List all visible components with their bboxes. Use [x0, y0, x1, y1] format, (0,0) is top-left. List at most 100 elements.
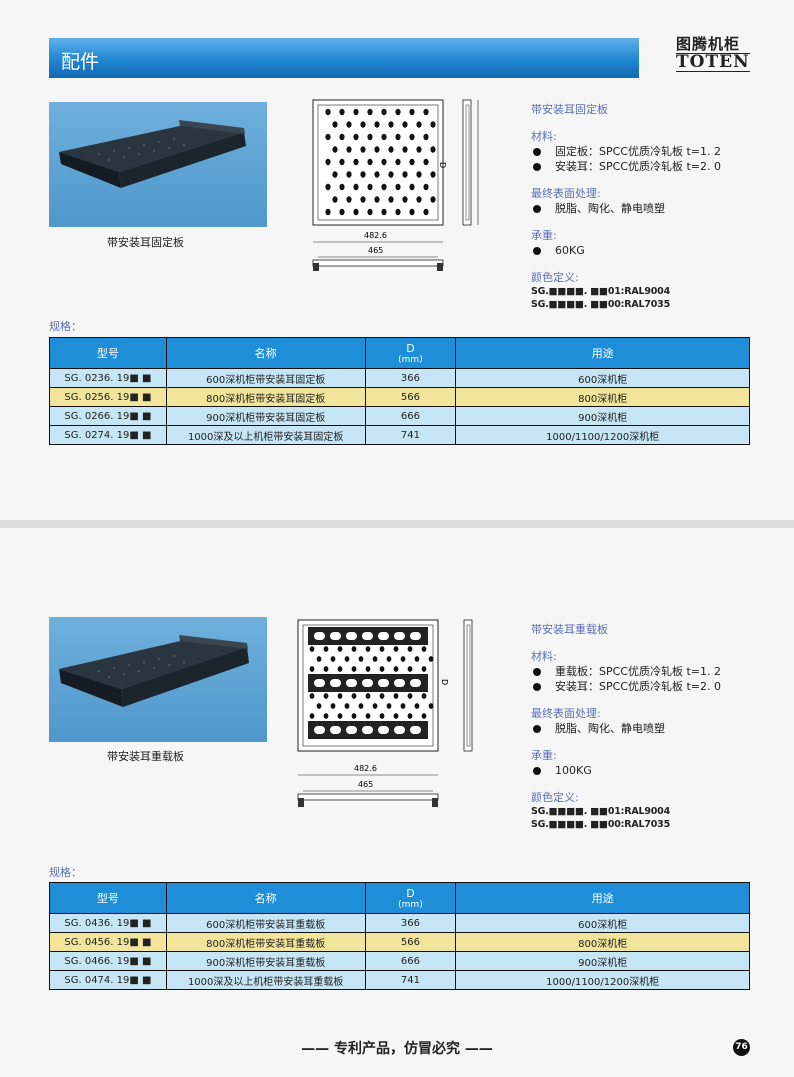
perforation-hole [351, 646, 357, 652]
perforation-hole [358, 656, 364, 662]
perforation-hole [428, 656, 434, 662]
rail-slot [346, 726, 357, 734]
rail-slot [314, 679, 325, 687]
rail-slot [394, 632, 405, 640]
perforation-hole [381, 208, 387, 216]
logo-cn: 图腾机柜 [676, 35, 741, 53]
perforation-hole [409, 108, 415, 116]
perforation-hole [386, 703, 392, 709]
perforation-hole [309, 666, 315, 672]
material-item: 安装耳：SPCC优质冷轧板 t=2. 0 [531, 159, 781, 174]
perforation-hole [323, 646, 329, 652]
perforation-hole [407, 646, 413, 652]
perforation-hole [381, 158, 387, 166]
finish-label: 最终表面处理: [531, 187, 601, 200]
color-label: 颜色定义: [531, 791, 579, 804]
perforation-hole [430, 171, 436, 178]
spec-title: 带安装耳重载板 [531, 623, 608, 636]
material-label: 材料: [531, 130, 557, 143]
perforation-hole [423, 133, 429, 141]
perforation-hole [393, 713, 399, 719]
color-code: SG.■■■■. ■■01:RAL9004 [531, 286, 671, 297]
perforation-hole [351, 693, 357, 699]
perforation-hole [344, 656, 350, 662]
material-item: 固定板：SPCC优质冷轧板 t=1. 2 [531, 144, 781, 159]
perforation-hole [339, 158, 345, 166]
table-label: 规格： [49, 320, 82, 333]
perforation-hole [402, 121, 408, 128]
perforation-hole [372, 703, 378, 709]
perforation-hole [409, 183, 415, 191]
rail-slot [394, 679, 405, 687]
spec-title: 带安装耳固定板 [531, 103, 608, 116]
perforation-hole [421, 646, 427, 652]
perforation-hole [323, 666, 329, 672]
col-name: 名称 [165, 882, 366, 914]
rail-slot [346, 679, 357, 687]
perforation-hole [379, 693, 385, 699]
perforation-hole [353, 183, 359, 191]
bullet-icon [533, 205, 541, 213]
spec-table-fixed-shelf: 型号 名称 D(mm) 用途 SG. 0236. 19■ ■600深机柜带安装耳… [49, 337, 750, 445]
photo-caption: 带安装耳固定板 [107, 236, 184, 249]
perforation-hole [309, 693, 315, 699]
load-label: 承重: [531, 749, 557, 762]
color-code: SG.■■■■. ■■00:RAL7035 [531, 819, 671, 830]
rail-slot [378, 726, 389, 734]
perforation-hole [407, 713, 413, 719]
finish-item: 脱脂、陶化、静电喷塑 [531, 721, 781, 736]
color-label: 颜色定义: [531, 271, 579, 284]
perforation-hole [423, 183, 429, 191]
perforation-hole [330, 656, 336, 662]
perforation-hole [423, 208, 429, 216]
spec-table-heavy-shelf: 型号 名称 D(mm) 用途 SG. 0436. 19■ ■600深机柜带安装耳… [49, 882, 750, 990]
col-use: 用途 [455, 882, 750, 914]
perforation-hole [409, 133, 415, 141]
logo-en: TOTEN [676, 52, 750, 72]
perforation-hole [416, 196, 422, 203]
col-d: D(mm) [364, 337, 457, 369]
perforation-hole [381, 108, 387, 116]
col-d: D(mm) [364, 882, 457, 914]
dim-depth: D [440, 679, 449, 685]
dim-inner: 465 [368, 246, 383, 255]
brand-logo: 图腾机柜 TOTEN [676, 36, 750, 72]
photo-caption: 带安装耳重载板 [107, 750, 184, 763]
perforation-hole [395, 133, 401, 141]
perforation-hole [337, 666, 343, 672]
perforation-hole [393, 646, 399, 652]
perforation-hole [332, 146, 338, 153]
col-model: 型号 [49, 337, 167, 369]
dim-width: 482.6 [354, 764, 377, 773]
bullet-icon [533, 148, 541, 156]
perforation-hole [339, 183, 345, 191]
perforation-hole [393, 666, 399, 672]
load-item: 60KG [531, 243, 781, 258]
finish-item: 脱脂、陶化、静电喷塑 [531, 201, 781, 216]
perforation-hole [346, 196, 352, 203]
product-photo-heavy-shelf [49, 617, 267, 742]
rail-slot [410, 726, 421, 734]
perforation-hole [381, 183, 387, 191]
rail-slot [330, 726, 341, 734]
rail-slot [378, 632, 389, 640]
perforation-hole [309, 713, 315, 719]
perforation-hole [393, 693, 399, 699]
perforation-hole [365, 646, 371, 652]
perforation-hole [346, 146, 352, 153]
perforation-hole [353, 133, 359, 141]
bullet-icon [533, 767, 541, 775]
perforation-hole [388, 171, 394, 178]
footer-slogan: —— 专利产品，仿冒必究 —— [301, 1041, 493, 1057]
col-use: 用途 [455, 337, 750, 369]
perforation-hole [428, 703, 434, 709]
perforation-hole [395, 183, 401, 191]
perforation-hole [379, 646, 385, 652]
material-item: 重载板：SPCC优质冷轧板 t=1. 2 [531, 664, 781, 679]
perforation-hole [360, 171, 366, 178]
perforation-hole [346, 121, 352, 128]
technical-drawing-fixed-shelf: D 482.6 465 [300, 97, 485, 279]
